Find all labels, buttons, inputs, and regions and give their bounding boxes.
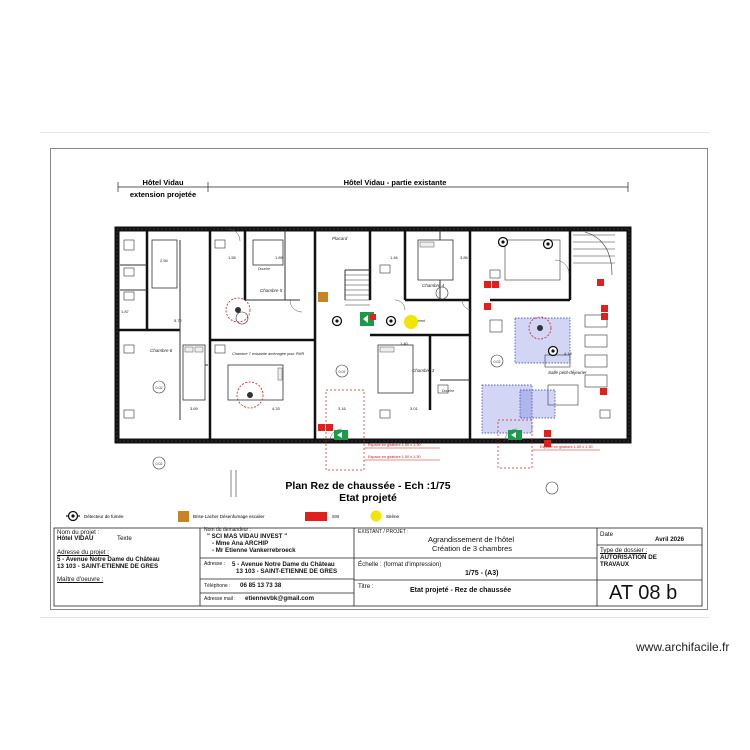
header-left-label: Hôtel Vidau bbox=[142, 178, 184, 187]
legend-siren-icon bbox=[370, 510, 382, 522]
tb-projet-extra: Texte bbox=[117, 535, 132, 542]
tb-adresse-1: 5 - Avenue Notre Dame du Château bbox=[57, 556, 160, 563]
dim-2: 5.72 bbox=[174, 318, 183, 323]
dim-7: 4.18 bbox=[564, 351, 573, 356]
tb-mail: etiennevbk@gmail.com bbox=[245, 595, 314, 602]
level-2: 0.02 bbox=[339, 370, 346, 374]
tb-projet-name: Hôtel VIDAU bbox=[57, 535, 94, 542]
external-markers bbox=[230, 470, 237, 497]
tb-adresse-label: Adresse du projet : bbox=[57, 549, 109, 556]
beds bbox=[151, 239, 454, 401]
room-label-chambre7: Chambre 7 existante aménagée pour PMR bbox=[232, 352, 304, 356]
espace-label-2: Espace en giratoire 1.50 x 1.30 bbox=[368, 455, 421, 459]
room-label-douche-1: Douche bbox=[258, 267, 270, 271]
dim-1: 1.87 bbox=[121, 309, 130, 314]
legend-detector-label: Détecteur de fumée bbox=[84, 514, 124, 519]
watermark-text: www.archifacile.fr bbox=[636, 640, 730, 654]
pmr-zone bbox=[481, 317, 571, 434]
room-label-chambre6: Chambre 6 bbox=[150, 348, 173, 353]
stairs bbox=[345, 231, 615, 306]
dim-13: 1.40 bbox=[400, 341, 409, 346]
dim-4: 4.33 bbox=[272, 406, 281, 411]
level-4: 0.02 bbox=[156, 462, 163, 466]
legend-exutoire-icon bbox=[178, 511, 189, 522]
legend-ssi-label: SSI bbox=[332, 514, 339, 519]
dim-12: 2.56 bbox=[160, 258, 169, 263]
tb-projet-title-1: Agrandissement de l'hôtel bbox=[428, 535, 515, 544]
titleblock-frame bbox=[53, 527, 703, 607]
espace-label-3: Espace en giratoire 1.50 x 1.30 bbox=[540, 445, 593, 449]
dim-10: 1.46 bbox=[390, 255, 399, 260]
dim-3: 3.69 bbox=[190, 406, 199, 411]
header-left-sublabel: extension projetée bbox=[130, 190, 196, 199]
outer-walls bbox=[114, 226, 632, 444]
tb-projet-label: Nom du projet : bbox=[57, 529, 100, 536]
legend-detector-icon bbox=[66, 510, 80, 522]
exutoire-icon bbox=[318, 292, 328, 302]
external-dimension-lines bbox=[364, 447, 600, 461]
plan-title: Plan Rez de chaussée - Ech :1/75 bbox=[285, 480, 450, 492]
tb-date-label: Date bbox=[600, 531, 614, 538]
dim-5: 3.16 bbox=[338, 406, 347, 411]
siren-icon bbox=[404, 315, 418, 329]
legend-siren-label: Sirène bbox=[386, 514, 400, 519]
espace-label-1: Espace en giratoire 1.50 x 1.30 bbox=[368, 443, 421, 447]
tb-adresse-2: 13 103 - SAINT-ETIENNE DE GRES bbox=[57, 563, 159, 570]
sanitary-fixtures bbox=[123, 239, 611, 419]
tb-adresse2-1: 5 - Avenue Notre Dame du Château bbox=[232, 561, 335, 568]
page-bottom-rule bbox=[40, 617, 710, 618]
tb-tel: 06 85 13 73 38 bbox=[240, 582, 282, 589]
tb-echelle: 1/75 - (A3) bbox=[465, 570, 499, 577]
dim-9: 1.89 bbox=[275, 255, 284, 260]
tb-adresse2-label: Adresse : bbox=[204, 561, 226, 567]
header-right-label: Hôtel Vidau - partie existante bbox=[344, 178, 447, 187]
header-dimension-lines bbox=[117, 182, 629, 192]
dim-6: 3.01 bbox=[410, 406, 419, 411]
dim-11: 3.86 bbox=[460, 255, 469, 260]
bed-pillows bbox=[184, 241, 435, 381]
level-3: 0.02 bbox=[494, 360, 501, 364]
tb-type-2: TRAVAUX bbox=[600, 561, 629, 568]
tb-demandeur-2: - Mme Ana ARCHIP bbox=[212, 540, 269, 547]
legend-ssi-icon bbox=[305, 512, 327, 521]
exit-arrow-icons bbox=[337, 315, 516, 438]
legend-exutoire-label: Brise-Lacher Désenfumage escalier bbox=[193, 514, 265, 519]
interior-partitions bbox=[120, 229, 470, 420]
level-1: 0.02 bbox=[156, 386, 163, 390]
room-label-salle: Salle petit-déjeuner bbox=[548, 370, 587, 375]
tb-date: Avril 2026 bbox=[655, 536, 685, 543]
tb-demandeur-label: Nom du demandeur : bbox=[204, 527, 251, 533]
tb-type-label: Type de dossier : bbox=[600, 547, 648, 554]
tb-type-1: AUTORISATION DE bbox=[600, 554, 657, 561]
room-label-douche-2: Douche bbox=[442, 389, 454, 393]
interior-walls bbox=[117, 229, 572, 441]
tb-titre: Etat projeté - Rez de chaussée bbox=[410, 587, 512, 594]
tb-mail-label: Adresse mail : bbox=[204, 596, 236, 602]
pmr-turning-circles bbox=[225, 297, 552, 409]
tb-projet-title-2: Création de 3 chambres bbox=[432, 544, 513, 553]
dim-8: 1.55 bbox=[228, 255, 237, 260]
tb-reference: AT 08 b bbox=[609, 582, 678, 604]
ssi-icons bbox=[318, 279, 608, 447]
room-label-chambre3: Chambre 3 bbox=[412, 368, 435, 373]
plan-subtitle: Etat projeté bbox=[339, 492, 397, 504]
tb-adresse2-2: 13 103 - SAINT-ETIENNE DE GRES bbox=[236, 568, 338, 575]
room-label-chambre4: Chambre 4 bbox=[422, 283, 445, 288]
wheelchair-icons bbox=[235, 307, 543, 398]
tb-titre-label: Titre : bbox=[358, 583, 374, 590]
tb-tel-label: Téléphone : bbox=[204, 583, 231, 589]
tb-demandeur-1: " SCI MAS VIDAU INVEST " bbox=[207, 533, 288, 540]
tb-demandeur-3: - Mr Etienne Vankerrebroeck bbox=[212, 547, 296, 554]
tb-existant-label: EXISTANT / PROJET : bbox=[358, 529, 409, 535]
level-markers bbox=[152, 286, 559, 495]
room-label-chambre5: Chambre 5 bbox=[260, 288, 283, 293]
tb-echelle-label: Échelle : (format d'impression) bbox=[358, 561, 442, 568]
smoke-detector-icons bbox=[331, 236, 559, 357]
page-top-rule bbox=[40, 132, 710, 133]
room-label-placard: Placard bbox=[332, 236, 348, 241]
tb-maitre-label: Maître d'oeuvre : bbox=[57, 576, 104, 583]
